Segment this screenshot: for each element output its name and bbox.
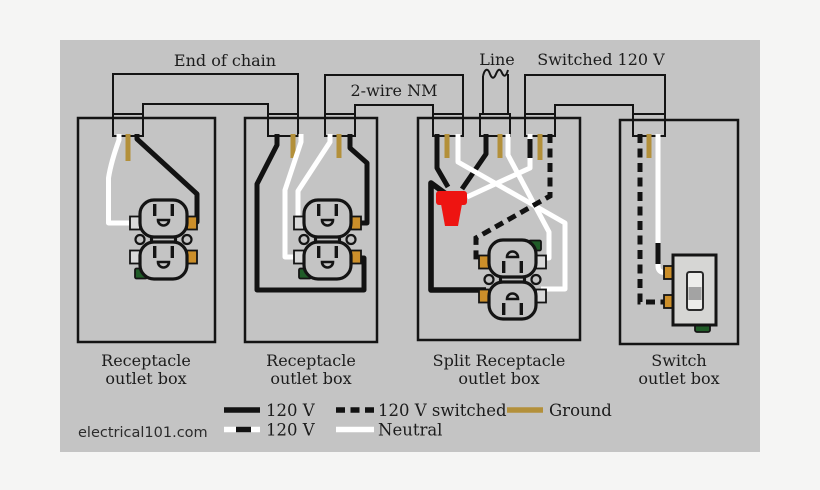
duplex-receptacle-2 [292,198,363,281]
hot-wire-line [459,134,489,191]
legend-label: Neutral [378,421,442,440]
box1-caption-line2: outlet box [105,369,186,388]
switch-toggle-center [688,287,702,300]
toggle-switch [663,253,718,333]
cable-run-switched [524,74,666,116]
site-watermark: electrical101.com [78,425,208,441]
neutral-wire [106,134,133,226]
switched-hot-wire [473,134,553,264]
split-duplex-receptacle [477,238,548,321]
hot-wire [347,134,370,226]
wire-nut [436,191,467,226]
legend-label: 120 V switched [378,401,507,420]
connector [632,113,666,137]
connector [479,113,511,137]
cable-run-line [482,68,509,116]
wire-nut-cap [436,191,467,205]
box3-caption-line2: outlet box [458,369,539,388]
label-switched-120v: Switched 120 V [537,50,665,69]
neutral-wire [282,134,304,260]
box1-caption-line1: Receptacle [101,351,191,370]
split-receptacle-outlet-box [416,116,582,342]
legend: 120 V 120 V switched Ground 120 V Neutra… [224,401,612,440]
legend-label: 120 V [266,421,316,440]
hot-wire [254,134,367,293]
cable-break-squiggle [482,68,509,79]
switched-hot-wire [637,134,667,305]
hot-wire-feed [434,134,451,189]
box2-wires [254,134,370,293]
label-2wire-nm: 2-wire NM [351,81,438,100]
box2-caption-line2: outlet box [270,369,351,388]
label-line: Line [479,50,515,69]
label-end-of-chain: End of chain [174,51,276,70]
receptacle-outlet-box-2 [243,116,379,344]
cable-run-end-of-chain [112,73,299,116]
legend-label: Ground [549,401,612,420]
neutral-wire [455,134,568,292]
box3-caption-line1: Split Receptacle [433,351,566,370]
box3-wires [428,134,568,293]
connector [267,113,299,137]
box2-caption-line1: Receptacle [266,351,356,370]
hot-pigtail-wire [428,180,486,293]
box4-caption-line1: Switch [651,351,706,370]
cable-run-2wire-nm [324,74,464,116]
box4-caption-line2: outlet box [638,369,719,388]
wire-nut-skirt [441,204,462,226]
receptacle-outlet-box-1 [76,116,217,344]
legend-label: 120 V [266,401,316,420]
switch-outlet-box [618,118,740,346]
box-captions: Receptacle outlet box Receptacle outlet … [101,351,720,388]
duplex-receptacle-1 [128,198,199,281]
